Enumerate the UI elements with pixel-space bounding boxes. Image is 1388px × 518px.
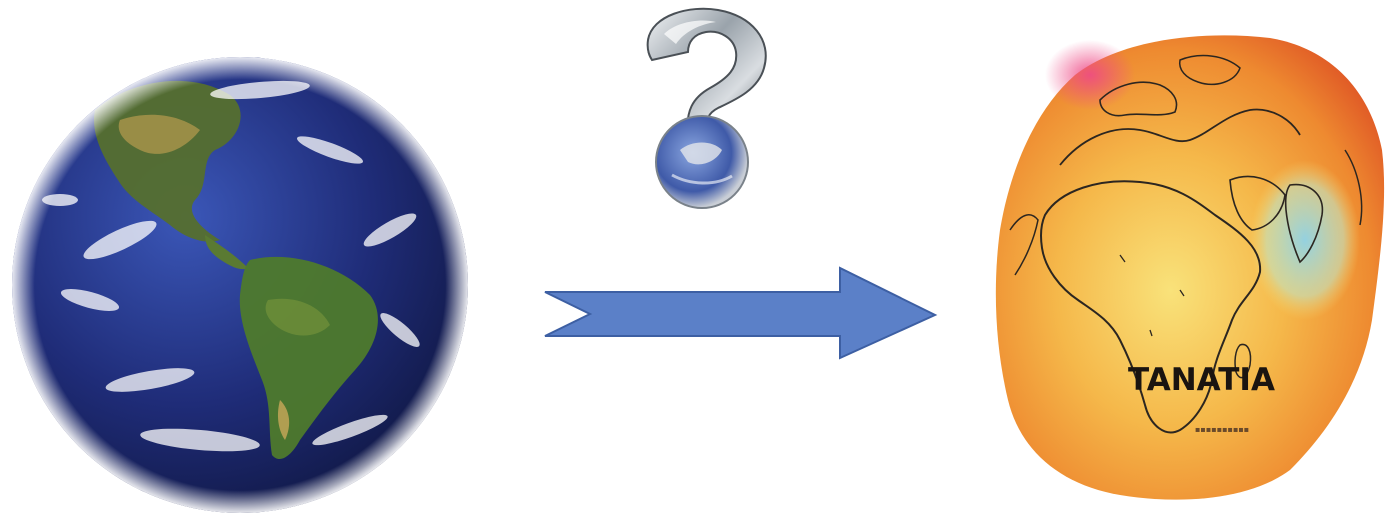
geoid-small-caption: ▪▪▪▪▪▪▪▪▪▪: [1195, 425, 1249, 434]
earth-globe: [12, 57, 468, 513]
transition-arrow: [545, 268, 935, 358]
geoid-label: TANATIA: [1128, 362, 1275, 398]
question-mark-hook: [648, 9, 766, 132]
geoid-image: TANATIA ▪▪▪▪▪▪▪▪▪▪: [996, 35, 1384, 499]
question-mark-icon: [648, 9, 766, 208]
